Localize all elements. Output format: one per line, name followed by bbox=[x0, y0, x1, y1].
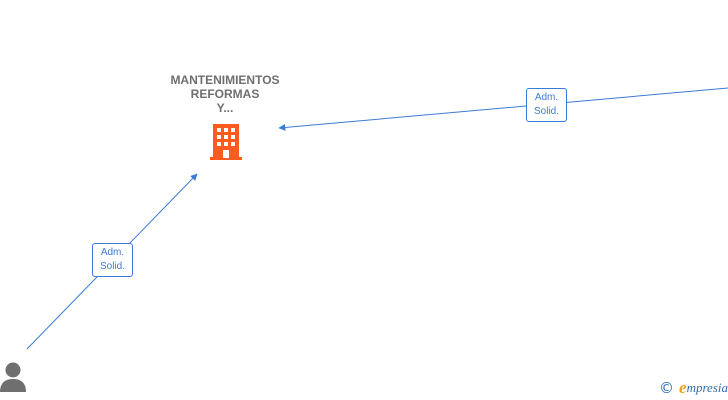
company-name-line-2: REFORMAS bbox=[190, 87, 260, 101]
footer-brand: © e mpresia bbox=[659, 378, 728, 398]
copyright-icon: © bbox=[659, 379, 675, 397]
brand-logo-initial: e bbox=[679, 378, 687, 397]
company-name-line-1: MANTENIMIENTOS bbox=[170, 73, 280, 87]
edge-label-1-line-1: Adm. bbox=[534, 92, 559, 103]
brand-logo-text: mpresia bbox=[686, 380, 728, 395]
edge-label-2-line-1: Adm. bbox=[100, 247, 125, 258]
company-name-label[interactable]: MANTENIMIENTOS REFORMAS Y... bbox=[150, 73, 300, 115]
person-icon[interactable] bbox=[0, 361, 28, 393]
edge-label-adm-solid-1[interactable]: Adm. Solid. bbox=[526, 88, 567, 122]
edge-label-1-line-2: Solid. bbox=[533, 106, 559, 117]
company-name-line-3: Y... bbox=[216, 101, 234, 115]
building-icon[interactable] bbox=[210, 124, 242, 160]
edge-line-1 bbox=[278, 87, 728, 131]
edge-label-adm-solid-2[interactable]: Adm. Solid. bbox=[92, 243, 133, 277]
edge-label-2-line-2: Solid. bbox=[99, 261, 125, 272]
